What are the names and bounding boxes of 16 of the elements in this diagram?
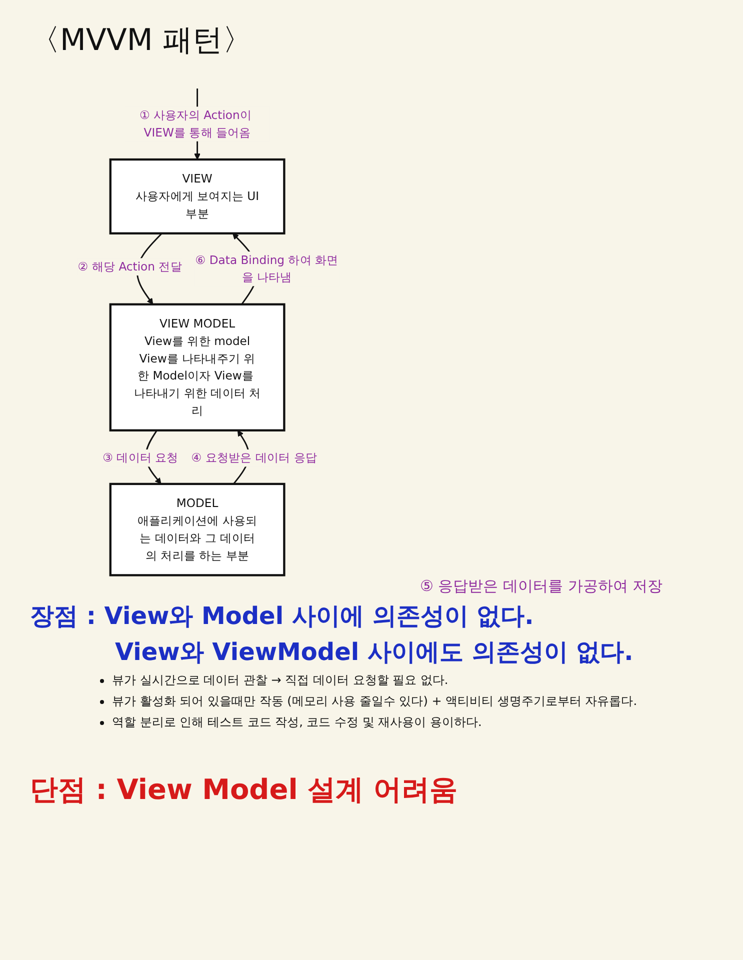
edge-label: ③ 데이터 요청 — [102, 450, 178, 465]
node-box: VIEW 사용자에게 보여지는 UI부분 — [109, 158, 286, 234]
node-box: VIEW MODEL View를 위한 model View를 나타내주기 위한 Model이자 View를 나타내기 위한 데이터 처리 — [109, 303, 286, 432]
diagram-title: 〈MVVM 패턴〉 — [30, 22, 254, 60]
step-note: ⑤ 응답받은 데이터를 가공하여 저장 — [420, 577, 664, 596]
edge-label: ④ 요청받은 데이터 응답 — [191, 450, 318, 465]
edge-label: ⑥ Data Binding 하여 화면을 나타냄 — [195, 252, 338, 284]
edge-label: ① 사용자의 Action이 VIEW를 통해 들어옴 — [139, 108, 252, 140]
node-box: MODEL 애플리케이션에 사용되는 데이터와 그 데이터의 처리를 하는 부분 — [109, 482, 286, 576]
advantage-text: View와 ViewModel 사이에도 의존성이 없다. — [115, 637, 634, 668]
edge-label: ② 해당 Action 전달 — [78, 260, 182, 274]
bullet-text: 역할 분리로 인해 테스트 코드 작성, 코드 수정 및 재사용이 용이하다. — [112, 714, 482, 731]
bullet-text: 뷰가 실시간으로 데이터 관찰 → 직접 데이터 요청할 필요 없다. — [112, 672, 448, 689]
advantage-heading: 장점 : View와 Model 사이에 의존성이 없다. — [30, 601, 535, 632]
bullet-text: 뷰가 활성화 되어 있을때만 작동 (메모리 사용 줄일수 있다) + 액티비티 생명주기로부터 자유롭다. — [112, 693, 638, 710]
disadvantage-heading: 단점 : View Model 설계 어려움 — [30, 772, 458, 808]
